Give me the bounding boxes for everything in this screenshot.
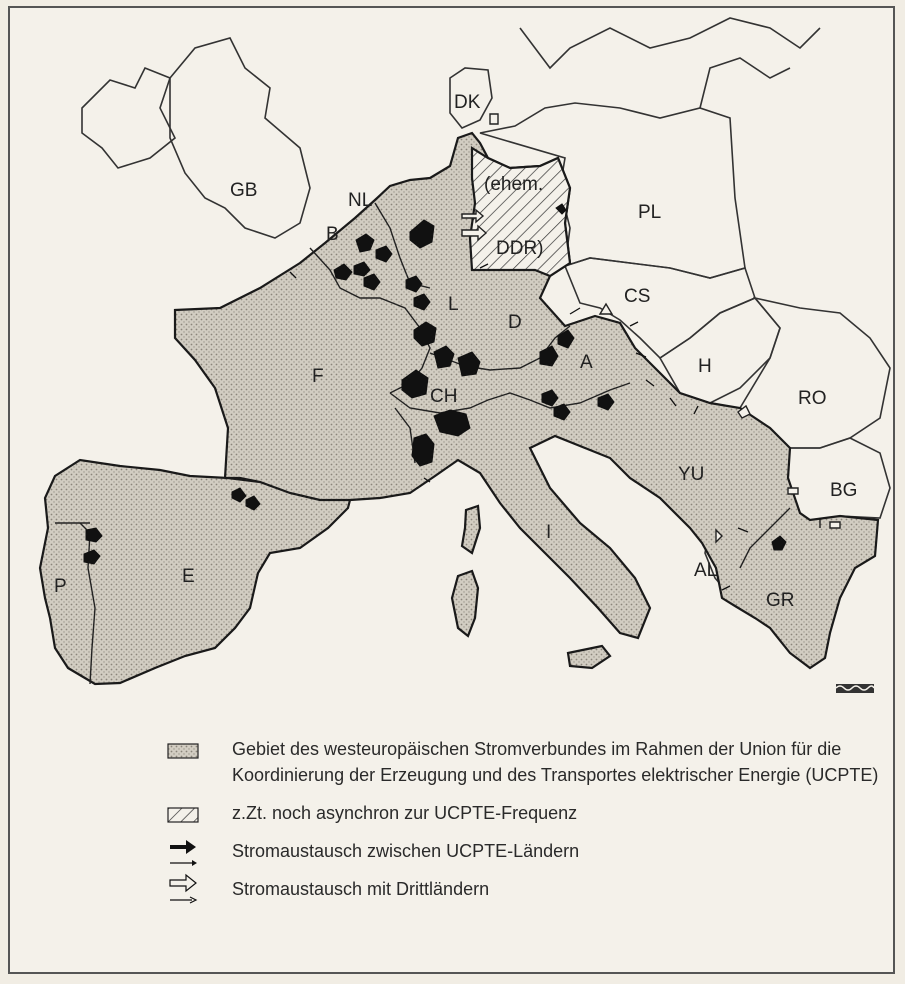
arrow-marker [557,329,575,349]
label-yu: YU [678,464,704,485]
legend-item-ucpte-area: Gebiet des westeuropäischen Stromverbund… [160,736,880,788]
ehem-ddr-area [468,146,572,278]
ucpte-area [38,131,880,686]
arrow-marker [457,351,481,377]
solid-arrow-icon [170,840,197,866]
arrow-marker [411,433,435,467]
ucpte-exchange-markers [83,203,787,565]
legend-ucpte-exchange-text: Stromaustausch zwischen UCPTE-Ländern [232,841,580,861]
hatched-swatch-icon [167,807,199,823]
denmark-outline [449,67,493,129]
outline-arrow-marker [461,208,485,224]
arrow-marker [771,535,787,551]
outline-arrow-marker [715,528,723,544]
label-p: P [54,576,67,597]
corsica [460,504,482,555]
europe-power-grid-map: DK GB NL (ehem. PL B DDR) L D CS F A H C… [38,17,891,693]
label-h: H [698,356,712,377]
legend-ucpte-area-text: Gebiet des westeuropäischen Stromverbund… [232,739,879,785]
non-ucpte-outlines [81,17,891,595]
outline-arrow-marker [461,224,488,242]
scandinavia-outline [519,17,821,70]
legend-asynchronous-text: z.Zt. noch asynchron zur UCPTE-Frequenz [232,803,578,823]
label-f: F [312,366,324,387]
arrow-marker [597,393,615,411]
bulgaria-outline [784,437,891,521]
outline-arrow-marker [787,487,799,495]
arrow-marker [363,273,381,291]
country-labels: DK GB NL (ehem. PL B DDR) L D CS F A H C… [54,92,857,611]
small-exchange-ticks [289,263,821,591]
label-ehem: (ehem. [484,174,543,195]
label-i: I [546,522,551,543]
arrow-marker [353,261,371,277]
outline-arrow-marker [829,521,841,529]
legend-item-asynchronous: z.Zt. noch asynchron zur UCPTE-Frequenz [160,800,880,826]
label-nl: NL [348,190,372,211]
great-britain-outline [169,37,311,239]
label-e: E [182,566,195,587]
sardinia [450,569,480,638]
legend-wave-bar [836,684,874,693]
ireland-outline [81,66,177,169]
label-l: L [448,294,459,315]
map-frame: DK GB NL (ehem. PL B DDR) L D CS F A H C… [8,6,895,974]
arrow-marker [401,369,429,399]
arrow-marker [409,219,435,249]
dotted-swatch-icon [167,743,199,759]
label-ddr: DDR) [496,238,544,259]
outline-arrow-icon [169,873,198,904]
sicily [566,644,612,670]
arrow-marker [555,203,567,215]
label-d: D [508,312,522,333]
outline-arrow-marker [737,404,751,419]
label-a: A [580,352,593,373]
hungary-outline [658,297,781,404]
arrow-marker [541,389,559,407]
label-pl: PL [638,202,661,223]
outline-arrow-marker [489,113,499,125]
arrow-marker [413,293,431,311]
label-dk: DK [454,92,481,113]
legend-item-third-country-exchange: Stromaustausch mit Drittländern [160,873,880,904]
label-cs: CS [624,286,650,307]
label-gr: GR [766,590,795,611]
third-country-markers [461,113,841,544]
arrow-marker [83,549,101,565]
arrow-marker [433,409,471,437]
map-legend: Gebiet des westeuropäischen Stromverbund… [160,736,880,914]
label-b: B [326,224,339,245]
baltic-coast-outline [699,57,791,109]
outline-arrow-marker [598,302,614,315]
arrow-marker [231,487,247,503]
label-bg: BG [830,480,857,501]
legend-third-country-text: Stromaustausch mit Drittländern [232,879,490,899]
arrow-marker [333,263,353,281]
label-gb: GB [230,180,257,201]
arrow-marker [413,321,437,347]
arrow-marker [553,403,571,421]
arrow-marker [245,495,261,511]
label-ch: CH [430,386,457,407]
arrow-marker [375,245,393,263]
label-al: AL [694,560,717,581]
arrow-marker [85,527,103,543]
arrow-marker [355,233,375,253]
label-ro: RO [798,388,827,409]
arrow-marker [405,275,423,293]
arrow-marker [433,345,455,369]
legend-item-ucpte-exchange: Stromaustausch zwischen UCPTE-Ländern [160,838,880,866]
arrow-marker [539,345,559,367]
